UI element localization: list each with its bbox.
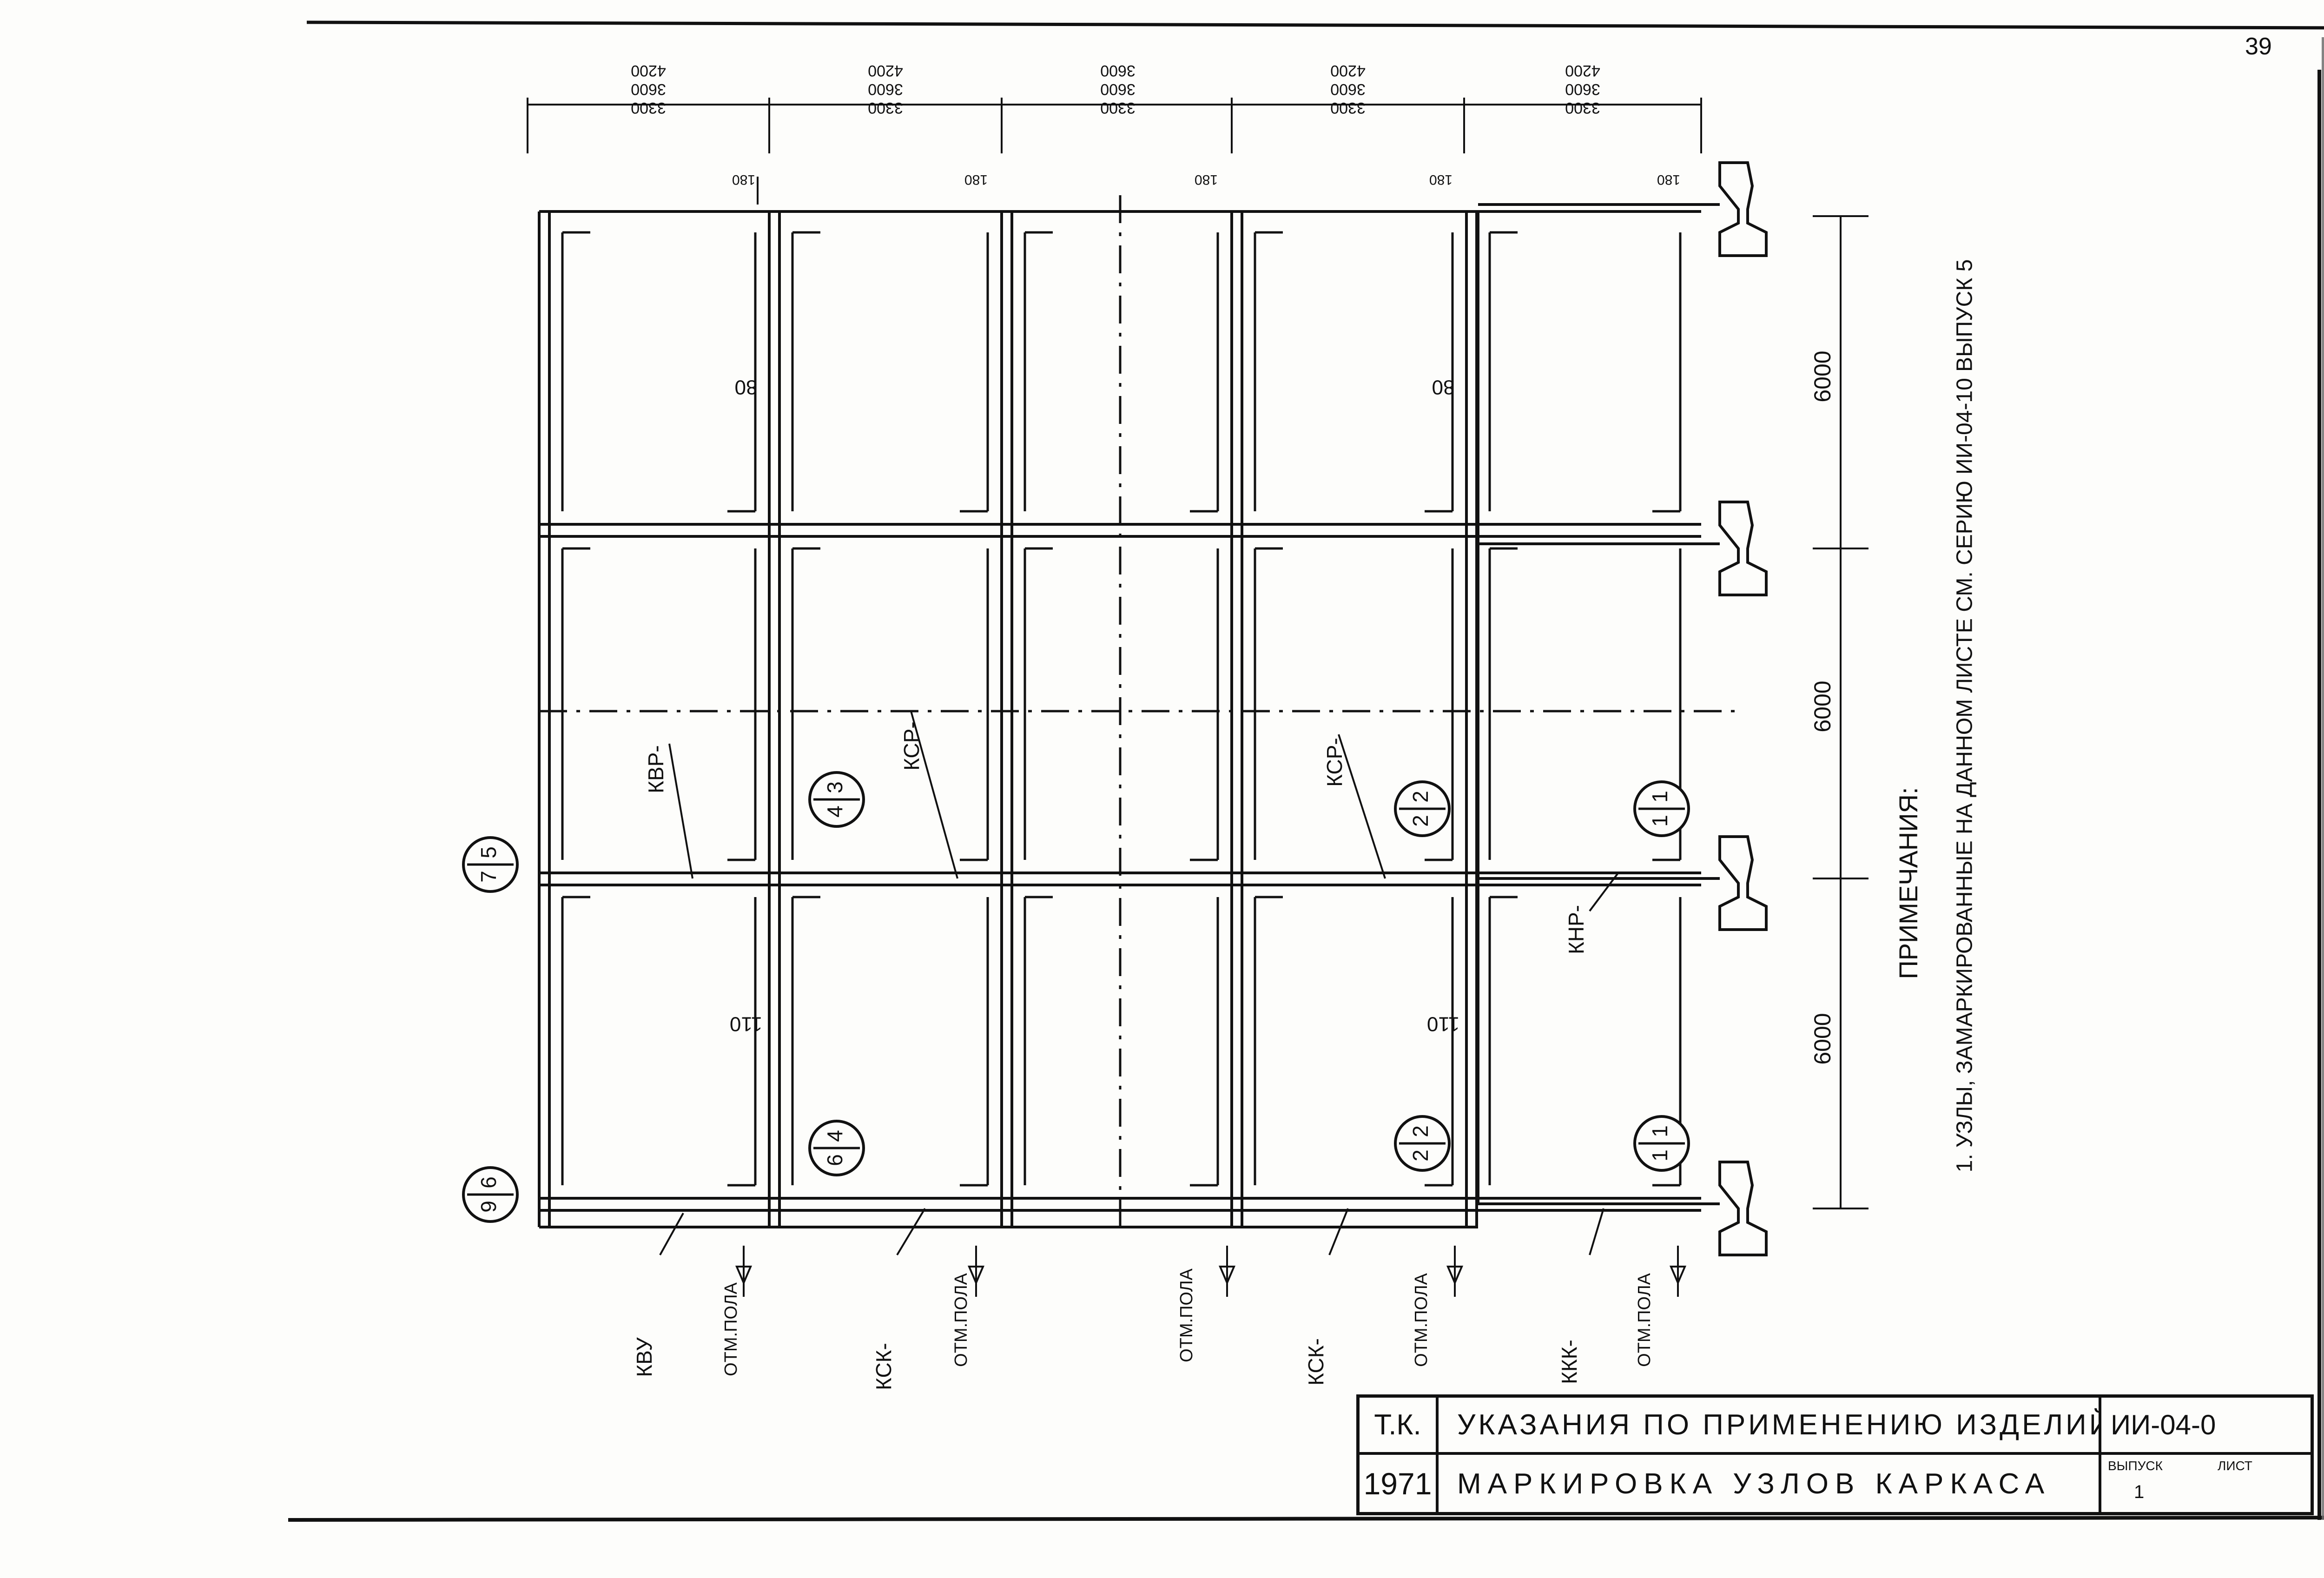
- dimension-label-top: 3600: [1100, 62, 1136, 79]
- element-label: КСР-: [1322, 738, 1347, 787]
- column-section-symbol: [1718, 501, 1768, 596]
- thickness-label: 110: [730, 1012, 762, 1035]
- node-marker-bottom: 2: [1408, 815, 1433, 827]
- title-block-issue-sheet: ВЫПУСК ЛИСТ 1: [2099, 1455, 2311, 1512]
- floor-level-arrow: [1218, 1266, 1236, 1286]
- node-marker-top: 5: [476, 846, 501, 858]
- node-marker-top: 1: [1648, 791, 1672, 803]
- joint-dimension-label: 180: [964, 172, 988, 187]
- element-label: ККК-: [1557, 1340, 1581, 1384]
- floor-level-label: ОТМ.ПОЛА: [721, 1282, 741, 1376]
- node-marker-bottom: 6: [823, 1154, 847, 1166]
- floor-level-arrow: [735, 1266, 753, 1286]
- notes-heading: ПРИМЕЧАНИЯ:: [1894, 787, 1923, 979]
- issue-value: 1: [2134, 1482, 2145, 1502]
- node-marker-bottom: 9: [476, 1201, 501, 1213]
- element-label: КВР-: [644, 745, 668, 793]
- node-marker-bottom: 1: [1648, 1149, 1672, 1162]
- sheet-bottom-border: [288, 1516, 2324, 1522]
- thickness-label: 110: [1427, 1012, 1459, 1035]
- span-dimension-label: 6000: [1809, 350, 1835, 402]
- column-section-symbol: [1718, 835, 1768, 931]
- thickness-label: 80: [1432, 376, 1455, 398]
- dimension-label-top: 4200: [1565, 62, 1600, 79]
- floor-level-label: ОТМ.ПОЛА: [1177, 1268, 1196, 1362]
- dimension-label-top: 3600: [631, 80, 666, 98]
- floor-level-arrow: [967, 1266, 985, 1286]
- dimension-label-top: 4200: [631, 62, 666, 79]
- node-marker-top: 1: [1648, 1125, 1672, 1137]
- sheet-number: 39: [2245, 33, 2272, 60]
- node-marker-top: 2: [1408, 1125, 1433, 1137]
- element-label: КВУ: [632, 1337, 656, 1377]
- element-label: КСК-: [1304, 1338, 1328, 1386]
- dimension-label-top: 3600: [1565, 80, 1600, 98]
- column-section-symbol: [1718, 161, 1768, 257]
- issue-label: ВЫПУСК: [2108, 1459, 2163, 1473]
- dimension-label-top: 3300: [631, 99, 666, 117]
- title-block: Т.К. 1971 УКАЗАНИЯ ПО ПРИМЕНЕНИЮ ИЗДЕЛИЙ…: [1356, 1394, 2314, 1515]
- thickness-label: 80: [735, 376, 758, 398]
- leader-line: [896, 1208, 926, 1256]
- leader-line: [910, 711, 958, 879]
- dimension-label-top: 4200: [1330, 62, 1366, 79]
- element-label: КНР-: [1564, 905, 1588, 954]
- joint-dimension-label: 180: [1657, 172, 1680, 187]
- node-marker-bottom: 4: [823, 806, 847, 818]
- span-dimension-label: 6000: [1809, 680, 1835, 732]
- joint-dimension-label: 180: [1195, 172, 1218, 187]
- title-block-org: Т.К.: [1360, 1398, 1439, 1455]
- title-block-title-line1: УКАЗАНИЯ ПО ПРИМЕНЕНИЮ ИЗДЕЛИЙ: [1439, 1398, 2099, 1455]
- notes-text: 1. УЗЛЫ, ЗАМАРКИРОВАННЫЕ НА ДАННОМ ЛИСТЕ…: [1953, 259, 1977, 1173]
- node-marker-bottom: 1: [1648, 815, 1672, 827]
- leader-line: [1328, 1208, 1349, 1255]
- dimension-label-top: 3300: [868, 99, 903, 117]
- floor-level-label: ОТМ.ПОЛА: [951, 1273, 971, 1367]
- leader-line: [1338, 734, 1386, 879]
- dimension-label-top: 3300: [1565, 99, 1600, 117]
- leader-line: [1589, 873, 1618, 912]
- scan-edge-shadow: [2322, 37, 2324, 1520]
- element-label: КСР-: [899, 721, 924, 771]
- dimension-label-top: 3600: [868, 80, 903, 98]
- dimension-label-top: 3600: [1330, 80, 1366, 98]
- leader-line: [659, 1213, 684, 1255]
- floor-level-arrow: [1446, 1266, 1464, 1286]
- node-marker-top: 6: [476, 1176, 501, 1188]
- dimension-label-top: 3300: [1330, 99, 1366, 117]
- node-marker-bottom: 2: [1408, 1149, 1433, 1162]
- leader-line: [1589, 1208, 1604, 1255]
- floor-level-label: ОТМ.ПОЛА: [1635, 1273, 1654, 1367]
- title-block-year: 1971: [1360, 1455, 1439, 1512]
- title-block-series: ИИ-04-0: [2099, 1398, 2311, 1455]
- sheet-top-border: [306, 20, 2324, 30]
- node-marker-top: 2: [1408, 791, 1433, 803]
- element-label: КСК-: [872, 1343, 896, 1390]
- node-marker-top: 4: [823, 1130, 847, 1142]
- joint-dimension-label: 180: [732, 172, 755, 187]
- leader-line: [668, 743, 693, 879]
- node-marker-bottom: 7: [476, 871, 501, 883]
- column-section-symbol: [1718, 1161, 1768, 1256]
- floor-level-arrow: [1669, 1266, 1687, 1286]
- title-block-title-line2: МАРКИРОВКА УЗЛОВ КАРКАСА: [1457, 1467, 2051, 1500]
- sheet-label: ЛИСТ: [2218, 1459, 2252, 1473]
- dimension-label-top: 4200: [868, 62, 903, 79]
- dimension-label-top: 3600: [1100, 80, 1136, 98]
- floor-level-label: ОТМ.ПОЛА: [1412, 1273, 1431, 1367]
- node-marker-top: 3: [823, 781, 847, 793]
- dimension-label-top: 3300: [1100, 99, 1136, 117]
- joint-dimension-label: 180: [1429, 172, 1452, 187]
- span-dimension-label: 6000: [1809, 1013, 1835, 1064]
